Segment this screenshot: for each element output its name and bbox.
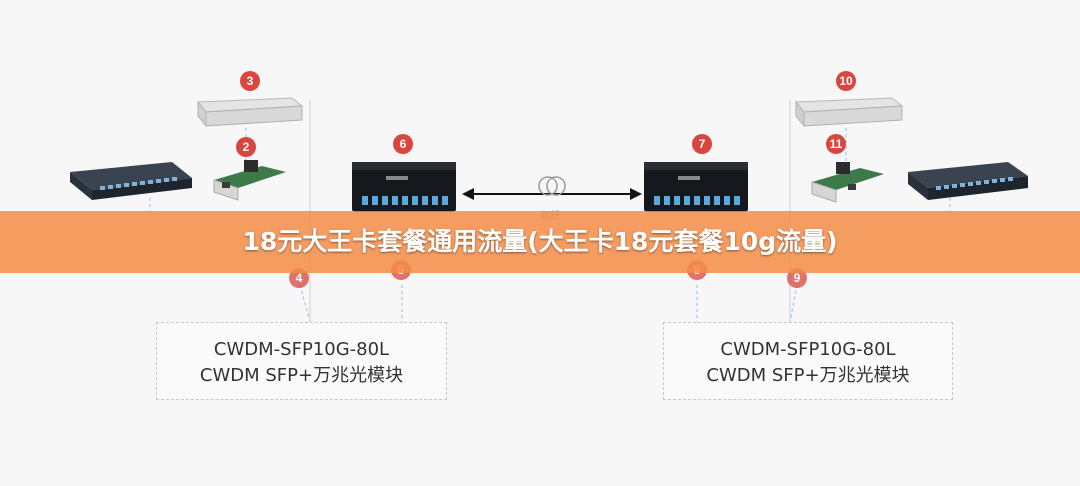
badge-3: 3 [240, 71, 260, 91]
module-right-model: CWDM-SFP10G-80L [720, 339, 896, 360]
badge-7: 7 [692, 134, 712, 154]
badge-10: 10 [836, 71, 856, 91]
module-left-desc: CWDM SFP+万兆光模块 [199, 365, 404, 386]
module-box-right: CWDM-SFP10G-80L CWDM SFP+万兆光模块 [663, 322, 953, 400]
chassis-left-icon [196, 97, 304, 128]
chassis-right-icon [794, 97, 904, 128]
module-left-model: CWDM-SFP10G-80L [213, 339, 390, 360]
title-banner: 18元大王卡套餐通用流量(大王卡18元套餐10g流量) [0, 211, 1080, 273]
switch-left-icon [70, 162, 192, 200]
badge-9: 9 [787, 268, 807, 288]
switch-right-icon [908, 162, 1028, 200]
fiber-coil-icon [538, 176, 558, 196]
badge-11: 11 [826, 134, 846, 154]
module-box-left: CWDM-SFP10G-80L CWDM SFP+万兆光模块 [156, 322, 447, 400]
cwdm-mux-right-icon [644, 162, 748, 212]
module-right-desc: CWDM SFP+万兆光模块 [706, 365, 910, 386]
cwdm-mux-left-icon [352, 162, 456, 212]
media-converter-right-icon [811, 162, 884, 203]
media-converter-left-icon [213, 160, 286, 201]
page-title: 18元大王卡套餐通用流量(大王卡18元套餐10g流量) [242, 227, 838, 256]
fiber-link [462, 176, 642, 200]
badge-4: 4 [289, 268, 309, 288]
badge-6: 6 [393, 134, 413, 154]
badge-2: 2 [236, 137, 256, 157]
